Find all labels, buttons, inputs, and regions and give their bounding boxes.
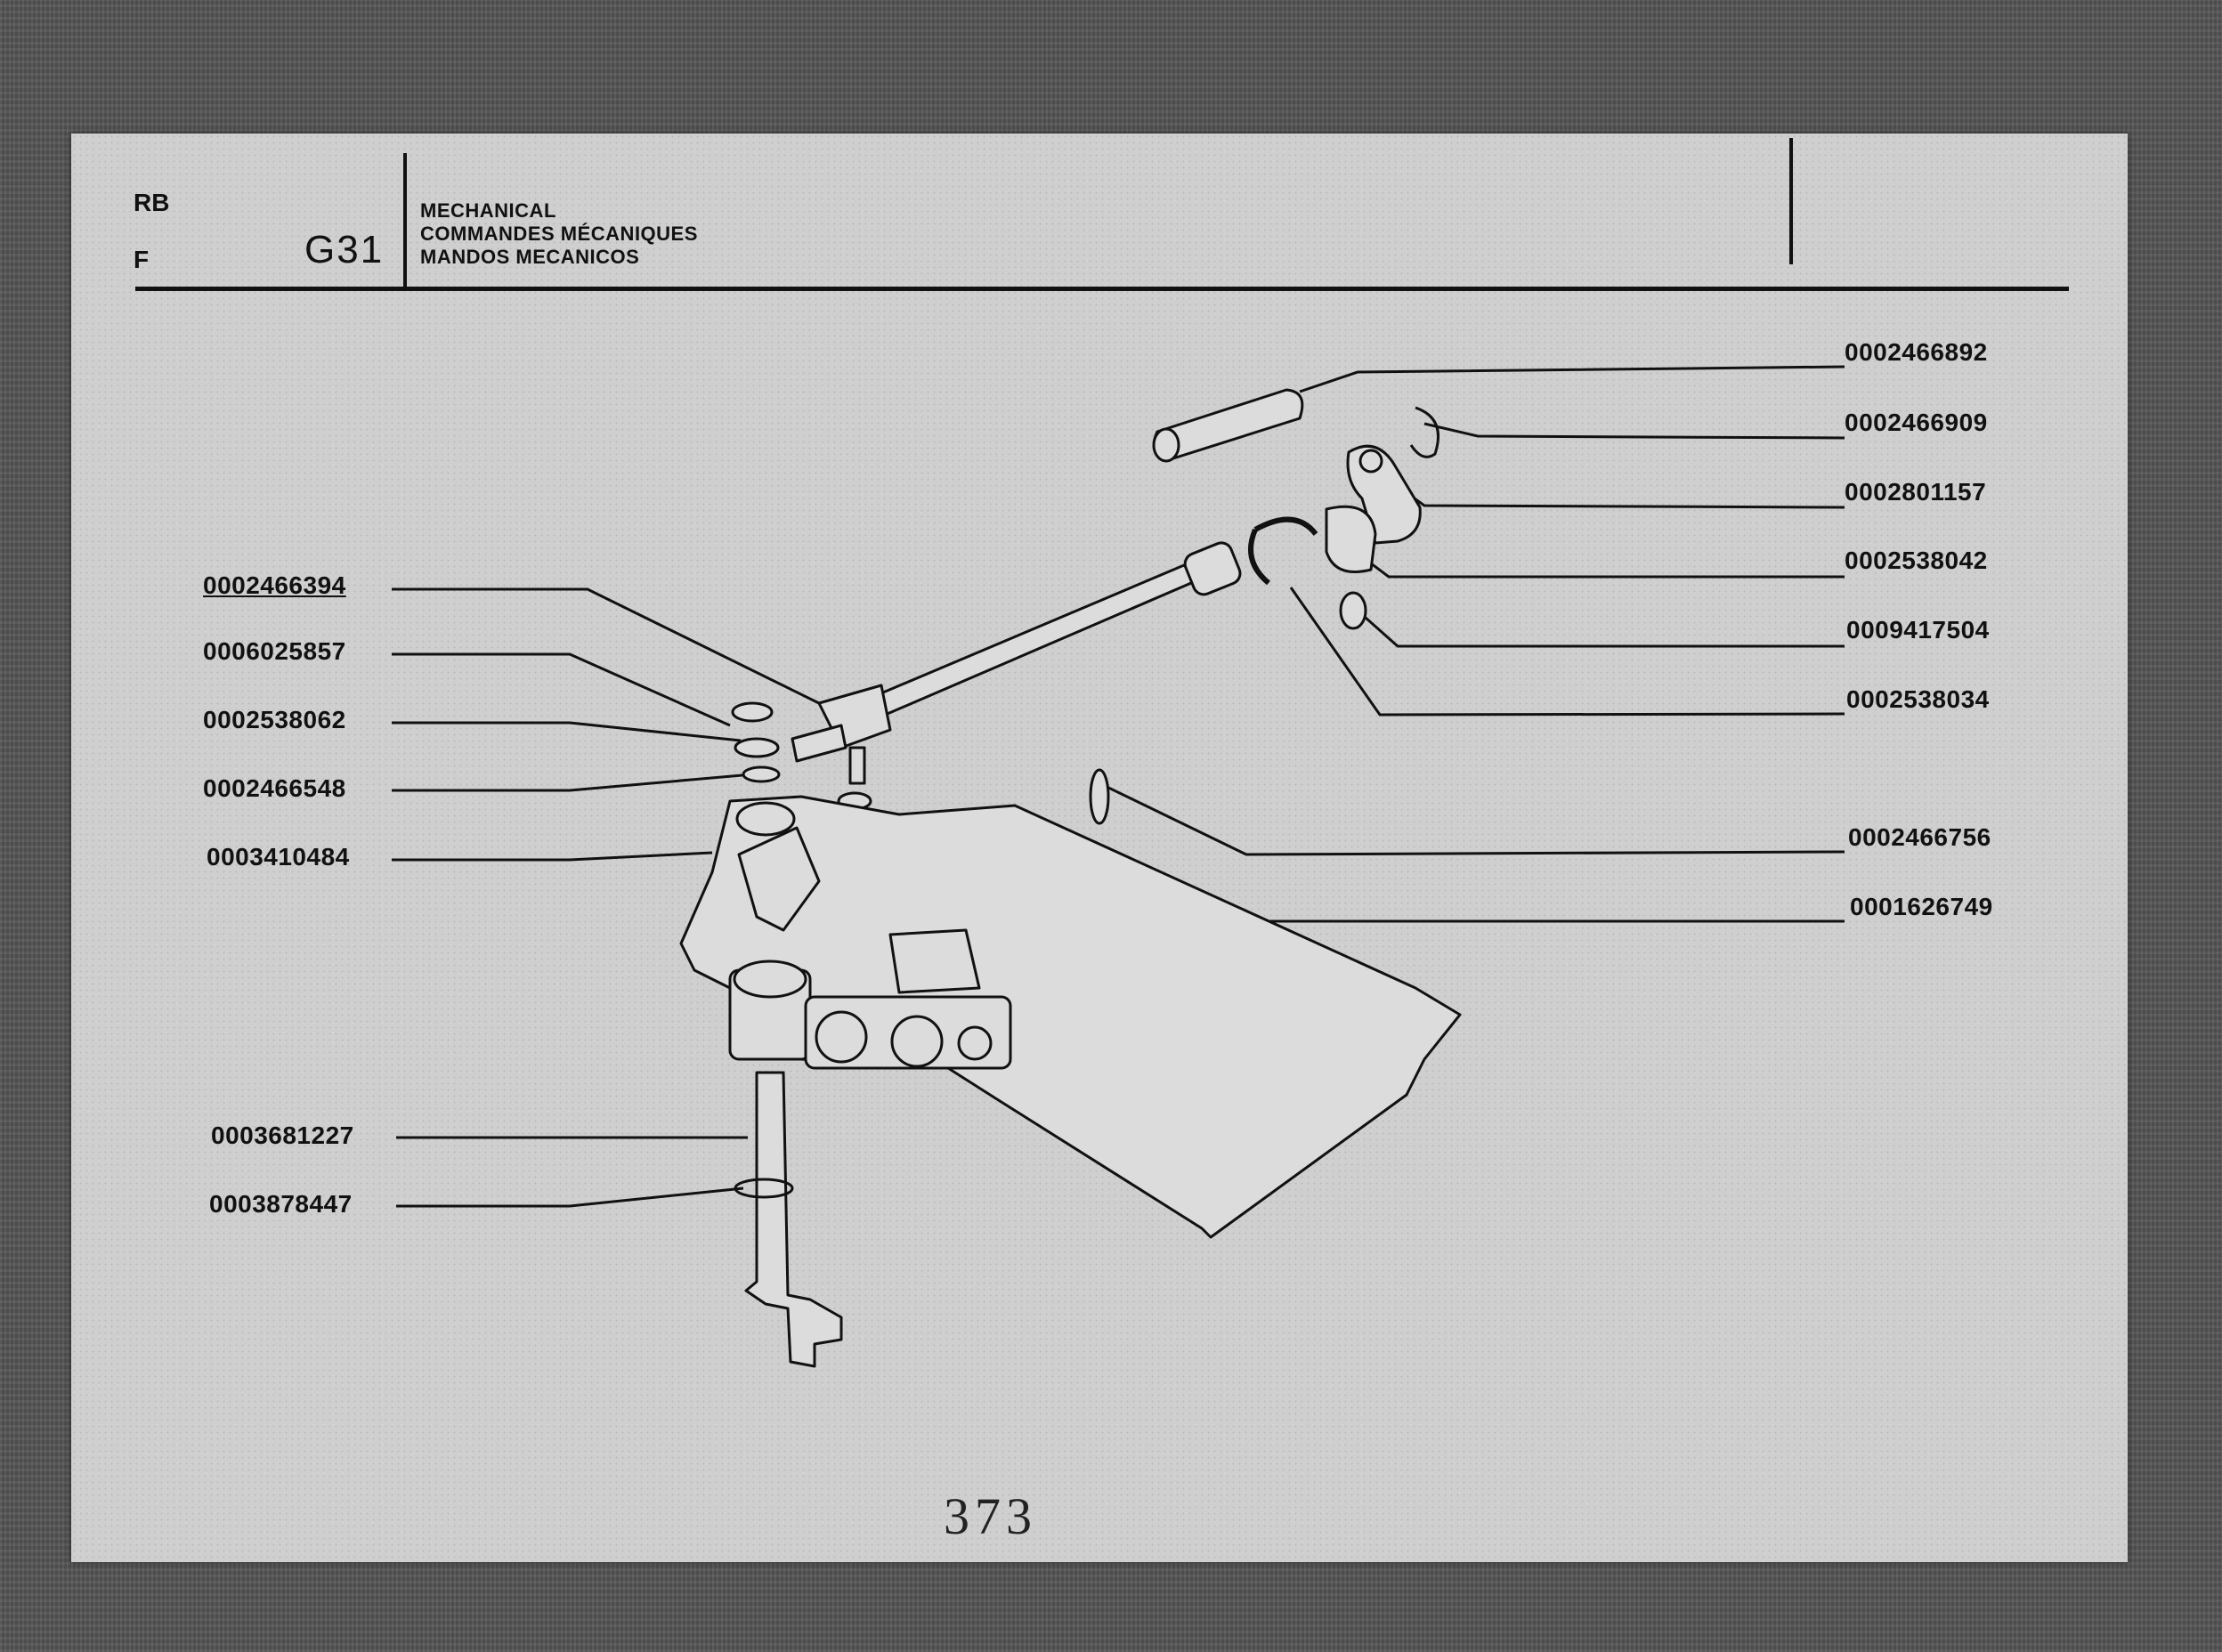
- leader-line: [1395, 483, 1845, 509]
- spring-clip-part: [1409, 406, 1439, 458]
- leader-line: [392, 652, 731, 727]
- housing-bore-3: [957, 1025, 993, 1061]
- leader-line: [1299, 365, 1845, 393]
- leader-line: [392, 721, 742, 742]
- leader-line: [392, 773, 753, 792]
- leader-line: [392, 851, 713, 862]
- shift-fork-part: [737, 826, 821, 932]
- gear-knob-end: [1152, 427, 1180, 463]
- bracket-hole: [1358, 449, 1383, 474]
- leader-line: [1352, 548, 1845, 579]
- housing-bore-2: [890, 1015, 944, 1068]
- part-number-label: 0002538034: [1846, 685, 1990, 713]
- washer-stack-1: [731, 701, 774, 723]
- part-number-label: 0002466756: [1848, 823, 1991, 851]
- washer-stack-3: [742, 765, 781, 783]
- part-number-label: 0002538042: [1845, 547, 1988, 574]
- gearbox-housing: [679, 795, 1462, 1239]
- snap-ring-part: [1253, 516, 1318, 536]
- part-number-label: 0006025857: [203, 637, 346, 665]
- page-number: 373: [944, 1487, 1037, 1545]
- part-number-label: 0002466892: [1845, 338, 1988, 366]
- leader-line: [1423, 422, 1845, 440]
- part-number-label: 0002466909: [1845, 409, 1988, 436]
- part-number-label: 0003878447: [209, 1190, 353, 1218]
- part-number-label: 0002538062: [203, 706, 346, 733]
- language-code-f: F: [134, 246, 150, 273]
- part-number-label: 0003681227: [211, 1122, 354, 1149]
- o-ring-part: [1089, 768, 1110, 825]
- leader-line: [396, 1186, 744, 1208]
- shaft-ring-part: [734, 1178, 794, 1199]
- shift-shaft-part: [744, 1071, 843, 1368]
- part-number-label: 0009417504: [1846, 616, 1990, 644]
- washer-stack-2: [734, 737, 780, 758]
- rod-boot: [1183, 541, 1242, 596]
- language-code-rb: RB: [134, 189, 170, 216]
- washer-part: [1339, 591, 1367, 630]
- leader-line: [392, 587, 820, 705]
- part-number-label: 0002466548: [203, 774, 346, 802]
- group-code: G31: [304, 228, 385, 271]
- leader-line: [1289, 587, 1845, 717]
- title-english: MECHANICAL: [420, 199, 556, 222]
- leader-line: [1357, 609, 1845, 648]
- title-french: COMMANDES MÉCANIQUES: [420, 223, 698, 245]
- gear-lever-rod: [835, 563, 1199, 732]
- leader-line: [1099, 781, 1845, 856]
- title-spanish: MANDOS MECANICOS: [420, 246, 640, 268]
- header-divider-left: [403, 153, 407, 287]
- header-rule: [135, 287, 2069, 291]
- housing-bore-1: [815, 1010, 868, 1064]
- part-number-label: 0003410484: [207, 843, 350, 871]
- lever-pin-part: [791, 724, 847, 763]
- part-number-label: 0002801157: [1845, 478, 1987, 506]
- part-number-label: 0001626749: [1850, 893, 1993, 920]
- lever-post: [848, 746, 866, 785]
- housing-collar: [735, 801, 796, 837]
- ball-cup-part: [1325, 505, 1377, 573]
- header-divider-right: [1789, 138, 1793, 264]
- housing-tower: [888, 928, 981, 994]
- catalog-sheet: [71, 134, 2128, 1562]
- part-number-label: 0002466394: [203, 571, 346, 599]
